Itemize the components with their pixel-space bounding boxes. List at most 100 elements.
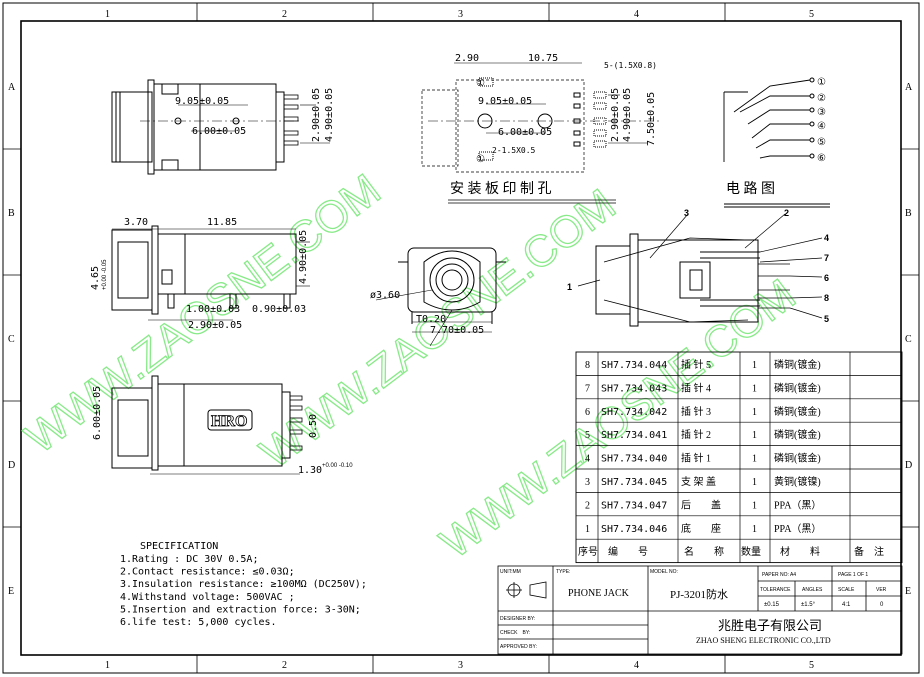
bom-cell-code: SH7.734.047 <box>601 500 667 511</box>
circuit-pin-terminal <box>809 153 815 159</box>
dim-1185: 11.85 <box>207 217 237 228</box>
bom-cell-material: 磷铜(镀金) <box>774 358 821 371</box>
bom-cell-code: SH7.734.040 <box>601 454 667 465</box>
bom-cell-no: 1 <box>585 524 590 535</box>
ver-value: 0 <box>880 602 884 608</box>
model-value: PJ-3201防水 <box>670 587 728 601</box>
scale-label: SCALE <box>838 587 855 593</box>
bom-header: 序号 <box>578 545 598 558</box>
tolerance-label: TOLERANCE <box>760 587 791 593</box>
grid-row-label: D <box>905 460 912 471</box>
dim-290-side: 2.90±0.05 <box>188 320 242 331</box>
grid-row-label: C <box>905 334 912 345</box>
dim-290v-pcb: 2.90±0.05 <box>610 88 621 142</box>
callout-4: 4 <box>824 233 829 243</box>
type-label: TYPE: <box>556 569 570 575</box>
approved-label: APPROVED BY: <box>500 644 537 650</box>
grid-col-label: 4 <box>634 660 639 671</box>
bom-cell-name: 底 座 <box>681 522 721 535</box>
scale-value: 4:1 <box>842 602 851 608</box>
bom-border <box>575 351 903 564</box>
check-label: CHECK BY: <box>500 630 530 636</box>
dim-t020: T0.20 <box>416 314 446 325</box>
callout-6: 6 <box>824 273 829 283</box>
bom-header: 编 号 <box>608 545 648 558</box>
circuit-pin-label: ② <box>817 93 826 104</box>
dim-750v-pcb: 7.50±0.05 <box>646 92 657 146</box>
bom-cell-name: 插 针 1 <box>681 452 711 465</box>
circuit-pin-terminal <box>809 93 815 99</box>
dim-dia: ø3.60 <box>370 290 400 301</box>
pcb-pin-pad <box>593 117 607 125</box>
bom-cell-name: 插 针 2 <box>681 428 711 441</box>
paper-label: PAPER NO: A4 <box>762 572 796 578</box>
dim-290-top: 2.90±0.05 <box>311 88 322 142</box>
pcb-pin1-mark-b: ① <box>476 154 485 165</box>
bom-cell-material: 磷铜(镀金) <box>774 405 821 418</box>
pcb-title: 安 装 板 印 制 孔 <box>450 181 552 197</box>
pcb-pin-pad <box>593 102 607 110</box>
bom-cell-qty: 1 <box>752 500 757 511</box>
unit-label: UNIT:MM <box>500 569 521 575</box>
bom-header: 材 料 <box>780 545 820 558</box>
bom-header: 名 称 <box>684 545 724 558</box>
dim-490v-pcb: 4.90±0.05 <box>622 88 633 142</box>
bom-cell-name: 插 针 4 <box>681 381 711 394</box>
grid-col-label: 1 <box>105 660 110 671</box>
grid-col-label: 3 <box>458 660 463 671</box>
title-block <box>497 565 903 655</box>
dim-hole: 5-(1.5X0.8) <box>604 61 657 70</box>
dim-2x15: 2-1.5X0.5 <box>492 146 536 155</box>
dim-770: 7.70±0.05 <box>430 325 484 336</box>
dim-490-side: 4.90±0.05 <box>298 230 309 284</box>
bom-cell-material: 磷铜(镀金) <box>774 452 821 465</box>
dim-130: 1.30 <box>298 465 322 476</box>
bom-cell-name: 插 针 3 <box>681 405 711 418</box>
side-view <box>111 225 310 321</box>
dim-600-bottom: 6.00±0.05 <box>92 386 103 440</box>
spec-line: 2.Contact resistance: ≤0.03Ω; <box>120 567 295 578</box>
pcb-pin-pad <box>573 141 581 147</box>
bom-cell-no: 6 <box>585 407 590 418</box>
bottom-view <box>111 375 303 475</box>
hro-logo: HRO <box>211 413 247 430</box>
spec-line: 1.Rating : DC 30V 0.5A; <box>120 554 258 565</box>
circuit-pin-terminal <box>809 107 815 113</box>
dim-1075: 10.75 <box>528 53 558 64</box>
bom-header: 备 注 <box>854 545 884 558</box>
circuit-title: 电 路 图 <box>726 181 775 197</box>
bom-cell-code: SH7.734.045 <box>601 477 667 488</box>
grid-col-label: 4 <box>634 9 639 20</box>
grid-row-label: B <box>905 208 912 219</box>
grid-col-label: 1 <box>105 9 110 20</box>
ver-label: VER <box>876 587 887 593</box>
spec-line: 6.life test: 5,000 cycles. <box>120 617 277 628</box>
pcb-pin-pad <box>573 92 581 98</box>
bom-cell-qty: 1 <box>752 454 757 465</box>
designer-label: DESIGNER BY: <box>500 616 535 622</box>
pcb-pin-pad <box>593 129 607 137</box>
pcb-pin-pad <box>573 118 581 124</box>
dim-290-pcb: 2.90 <box>455 53 479 64</box>
callout-7: 7 <box>824 253 829 263</box>
company-en: ZHAO SHENG ELECTRONIC CO.,LTD <box>696 636 831 645</box>
top-view <box>111 79 330 175</box>
circuit-pin-label: ① <box>817 77 826 88</box>
bom-cell-material: PPA（黑） <box>774 523 821 535</box>
circuit-pin-terminal <box>809 121 815 127</box>
grid-col-label: 5 <box>809 9 814 20</box>
grid-col-label: 2 <box>282 9 287 20</box>
bom-cell-qty: 1 <box>752 430 757 441</box>
callout-8: 8 <box>824 293 829 303</box>
bom-cell-qty: 1 <box>752 383 757 394</box>
tolerance-value: ±0.15 <box>764 602 780 608</box>
pcb-pin-pad <box>573 130 581 136</box>
bom-cell-name: 后 盖 <box>681 498 721 511</box>
angles-value: ±1.5° <box>801 602 816 608</box>
